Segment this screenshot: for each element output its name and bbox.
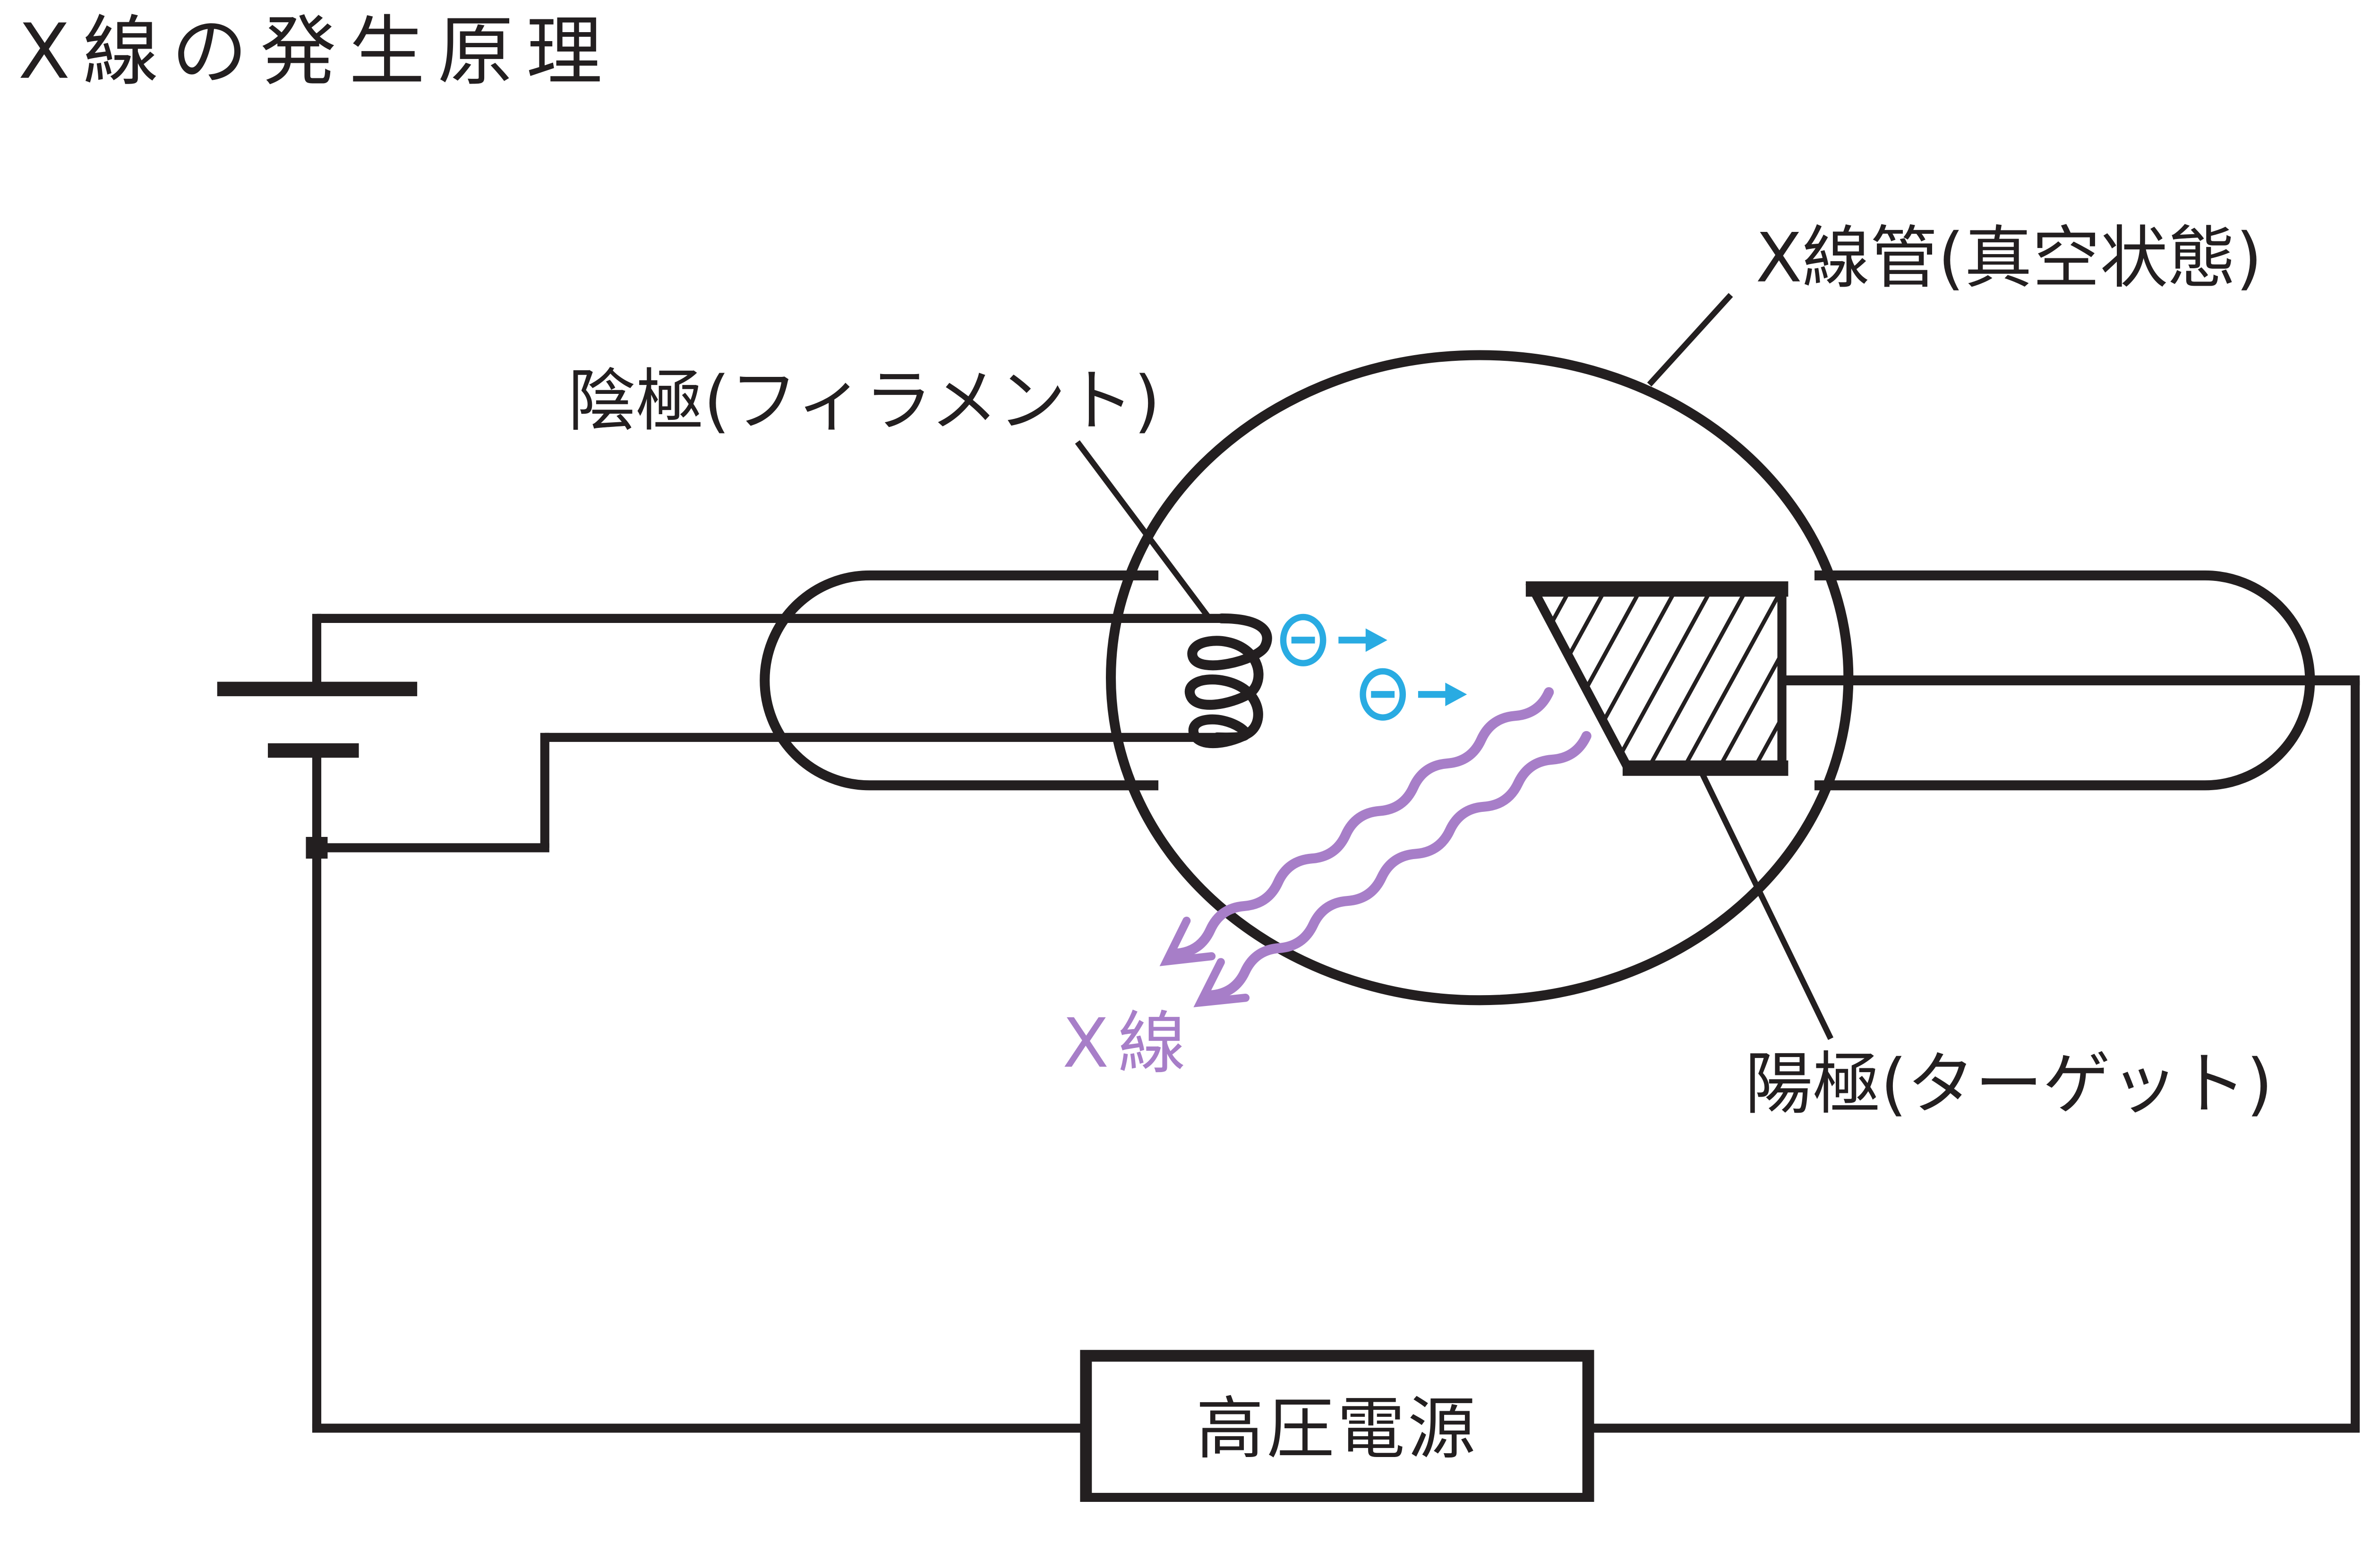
xray-arrowhead-1 (1159, 916, 1216, 966)
xray-label: X線 (1062, 1004, 1195, 1083)
cathode-arm-outline (760, 570, 1159, 791)
target-outline (1525, 584, 1787, 773)
electron-arrow-head (1445, 682, 1467, 707)
electron-icon (1280, 614, 1467, 721)
electron-1 (1280, 614, 1387, 666)
tube-label: X線管(真空状態) (1755, 219, 2262, 298)
filament-coil-icon (1184, 613, 1272, 749)
tube-label-leader (1647, 293, 1733, 387)
battery-icon (217, 682, 418, 758)
power-supply-label: 高圧電源 (1196, 1389, 1479, 1468)
electron-2 (1360, 668, 1467, 721)
cathode-label: 陰極(フィラメント) (568, 361, 1160, 440)
cathode-label-leader (1075, 440, 1212, 620)
target-block-icon (1525, 581, 1789, 776)
power-supply-box: 高圧電源 (1080, 1350, 1594, 1502)
electron-circle (1360, 668, 1406, 721)
power-supply-outline (1080, 1350, 1594, 1502)
leader-lines (1075, 293, 1834, 1040)
xray-wave-icon (1159, 687, 1592, 1007)
electron-arrow-head (1365, 628, 1387, 652)
filament-coil-path (1184, 613, 1272, 749)
anode-label: 陽極(ターゲット) (1745, 1045, 2273, 1124)
electron-circle (1280, 614, 1326, 666)
xray-principle-figure: 高圧電源 X線の発生原理 X線管(真空状態) 陰極(フィラメント) 陽極(ターゲ… (18, 7, 2360, 1502)
xray-tube-diagram: 高圧電源 X線の発生原理 X線管(真空状態) 陰極(フィラメント) 陽極(ターゲ… (18, 7, 2360, 1502)
xray-wave-2 (1206, 731, 1592, 1000)
circuit-wires (306, 614, 2360, 1433)
anode-label-leader (1698, 768, 1834, 1040)
xray-wave-1 (1171, 687, 1554, 959)
xray-arrowhead-2 (1193, 958, 1250, 1007)
junction-node (306, 837, 328, 859)
diagram-labels: X線の発生原理 X線管(真空状態) 陰極(フィラメント) 陽極(ターゲット) X… (18, 8, 2273, 1124)
page-title: X線の発生原理 (18, 8, 615, 96)
